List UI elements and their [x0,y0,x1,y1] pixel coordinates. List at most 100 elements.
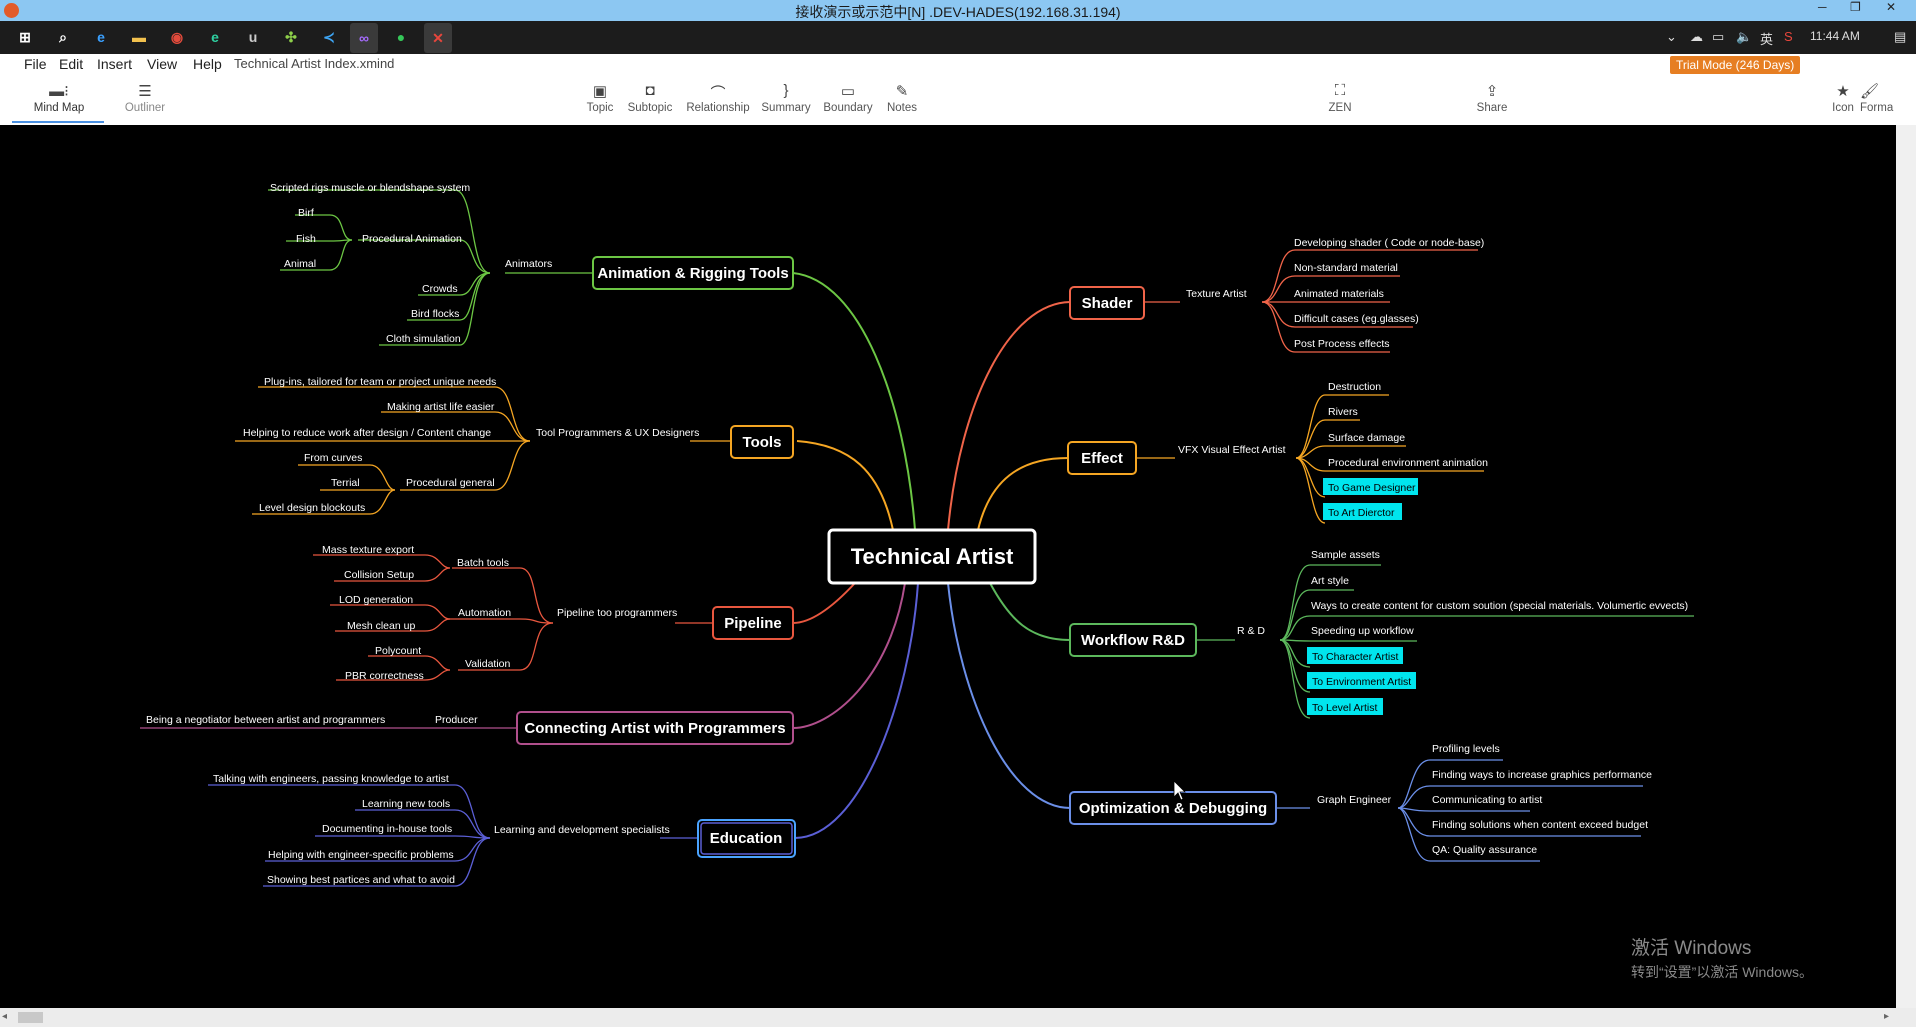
root-topic[interactable] [827,528,1037,585]
trial-badge[interactable]: Trial Mode (246 Days) [1670,56,1801,74]
horizontal-scrollbar[interactable]: ◂ ▸ [0,1008,1916,1027]
view-mindmap-tab[interactable]: ▬⁝Mind Map [24,82,94,114]
edge-icon[interactable]: e [211,29,219,45]
subtopic[interactable]: Communicating to artist [1432,794,1542,806]
subtopic[interactable]: Procedural Animation [362,233,462,245]
boundary-button[interactable]: ▭Boundary [813,82,883,114]
ie-icon[interactable]: e [97,29,105,45]
subtopic[interactable]: Batch tools [457,557,509,569]
subtopic[interactable]: Rivers [1328,406,1358,418]
ime-indicator[interactable]: 英 [1760,32,1774,47]
subtopic[interactable]: Finding ways to increase graphics perfor… [1432,769,1652,781]
scroll-left-icon[interactable]: ◂ [2,1011,8,1022]
topic-tools[interactable] [730,425,794,459]
spotify-icon[interactable]: ● [396,29,406,45]
subtopic[interactable]: Post Process effects [1294,338,1390,350]
subtopic[interactable]: Sample assets [1311,549,1380,561]
subtopic[interactable]: PBR correctness [345,670,424,682]
mindmap-canvas[interactable]: Technical Artist Animation & Rigging Too… [8,125,1896,1008]
topic-rnd[interactable] [1069,623,1197,657]
summary-button[interactable]: }Summary [751,82,821,114]
menu-insert[interactable]: Insert [97,56,133,72]
subtopic[interactable]: Mass texture export [322,544,414,556]
subtopic[interactable]: Bird flocks [411,308,459,320]
subtopic[interactable]: Making artist life easier [387,401,495,413]
cloud-icon[interactable]: ☁ [1690,29,1703,44]
menu-file[interactable]: File [24,56,47,72]
visual-studio-icon[interactable]: ∞ [350,23,378,53]
topic-opt[interactable] [1069,791,1277,825]
unreal-icon[interactable]: u [248,29,258,45]
subtopic[interactable]: Developing shader ( Code or node-base) [1294,237,1484,249]
subtopic[interactable]: Scripted rigs muscle or blendshape syste… [270,182,470,194]
menu-help[interactable]: Help [193,56,222,72]
link-tag[interactable] [1307,647,1403,664]
scroll-right-icon[interactable]: ▸ [1884,1011,1890,1022]
link-tag[interactable] [1323,478,1418,495]
clover-icon[interactable]: ✣ [285,29,297,45]
subtopic[interactable]: Texture Artist [1186,288,1247,300]
topic-effect[interactable] [1067,441,1137,475]
view-outliner-tab[interactable]: ☰Outliner [110,82,180,114]
topic-shader[interactable] [1069,286,1145,320]
subtopic[interactable]: Pipeline too programmers [557,607,677,619]
subtopic[interactable]: Cloth simulation [386,333,461,345]
subtopic[interactable]: Talking with engineers, passing knowledg… [213,773,449,785]
subtopic[interactable]: Validation [465,658,510,670]
subtopic[interactable]: Helping to reduce work after design / Co… [243,427,491,439]
subtopic[interactable]: Helping with engineer-specific problems [268,849,454,861]
minimize-icon[interactable]: ─ [1818,0,1827,14]
subtopic[interactable]: Being a negotiator between artist and pr… [146,714,385,726]
subtopic[interactable]: Polycount [375,645,421,657]
subtopic[interactable]: Showing best partices and what to avoid [267,874,455,886]
subtopic[interactable]: Documenting in-house tools [322,823,452,835]
scroll-thumb[interactable] [18,1012,43,1023]
subtopic[interactable]: Surface damage [1328,432,1405,444]
topic-button[interactable]: ▣Topic [565,82,635,114]
subtopic[interactable]: Destruction [1328,381,1381,393]
relationship-button[interactable]: ⌒Relationship [683,82,753,114]
sogou-icon[interactable]: S [1784,29,1793,44]
subtopic[interactable]: Terrial [331,477,360,489]
subtopic[interactable]: Crowds [422,283,458,295]
vscode-icon[interactable]: ≺ [323,29,335,45]
icon-panel-button[interactable]: ★Icon [1808,82,1878,114]
subtopic[interactable]: Learning and development specialists [494,824,670,836]
subtopic[interactable]: Plug-ins, tailored for team or project u… [264,376,496,388]
subtopic[interactable]: Art style [1311,575,1349,587]
subtopic-button[interactable]: ◘Subtopic [615,82,685,114]
subtopic[interactable]: Non-standard material [1294,262,1398,274]
menu-view[interactable]: View [147,56,178,72]
subtopic[interactable]: From curves [304,452,362,464]
restore-icon[interactable]: ❐ [1850,0,1861,14]
subtopic[interactable]: Birf [298,207,314,219]
subtopic[interactable]: Mesh clean up [347,620,415,632]
clock[interactable]: 11:44 AM [1810,29,1860,43]
subtopic[interactable]: Profiling levels [1432,743,1500,755]
start-icon[interactable]: ⊞ [19,29,31,45]
chrome-icon[interactable]: ◉ [170,29,184,45]
network-icon[interactable]: ▭ [1712,29,1725,44]
tray-chevron-icon[interactable]: ⌄ [1666,29,1677,44]
share-button[interactable]: ⇪Share [1457,82,1527,114]
subtopic[interactable]: Speeding up workflow [1311,625,1414,637]
format-panel-button[interactable]: 🖌Forma [1860,82,1916,114]
subtopic[interactable]: QA: Quality assurance [1432,844,1537,856]
zen-button[interactable]: ⛶ZEN [1305,82,1375,114]
mindmap-svg[interactable]: Technical Artist Animation & Rigging Too… [8,125,1896,1008]
xmind-icon[interactable]: ✕ [424,23,452,53]
subtopic[interactable]: Graph Engineer [1317,794,1392,806]
close-icon[interactable]: ✕ [1886,0,1897,14]
subtopic[interactable]: Level design blockouts [259,502,365,514]
vertical-scrollbar[interactable] [1896,125,1916,1008]
subtopic[interactable]: Finding solutions when content exceed bu… [1432,819,1648,831]
topic-anim[interactable] [592,256,794,290]
topic-connect[interactable] [516,711,794,745]
subtopic[interactable]: VFX Visual Effect Artist [1178,444,1286,456]
subtopic[interactable]: Procedural general [406,477,495,489]
subtopic[interactable]: Animal [284,258,316,270]
volume-icon[interactable]: 🔈 [1736,29,1753,44]
topic-edu[interactable] [697,819,796,858]
subtopic[interactable]: R & D [1237,625,1265,637]
subtopic[interactable]: Ways to create content for custom soutio… [1311,600,1688,612]
